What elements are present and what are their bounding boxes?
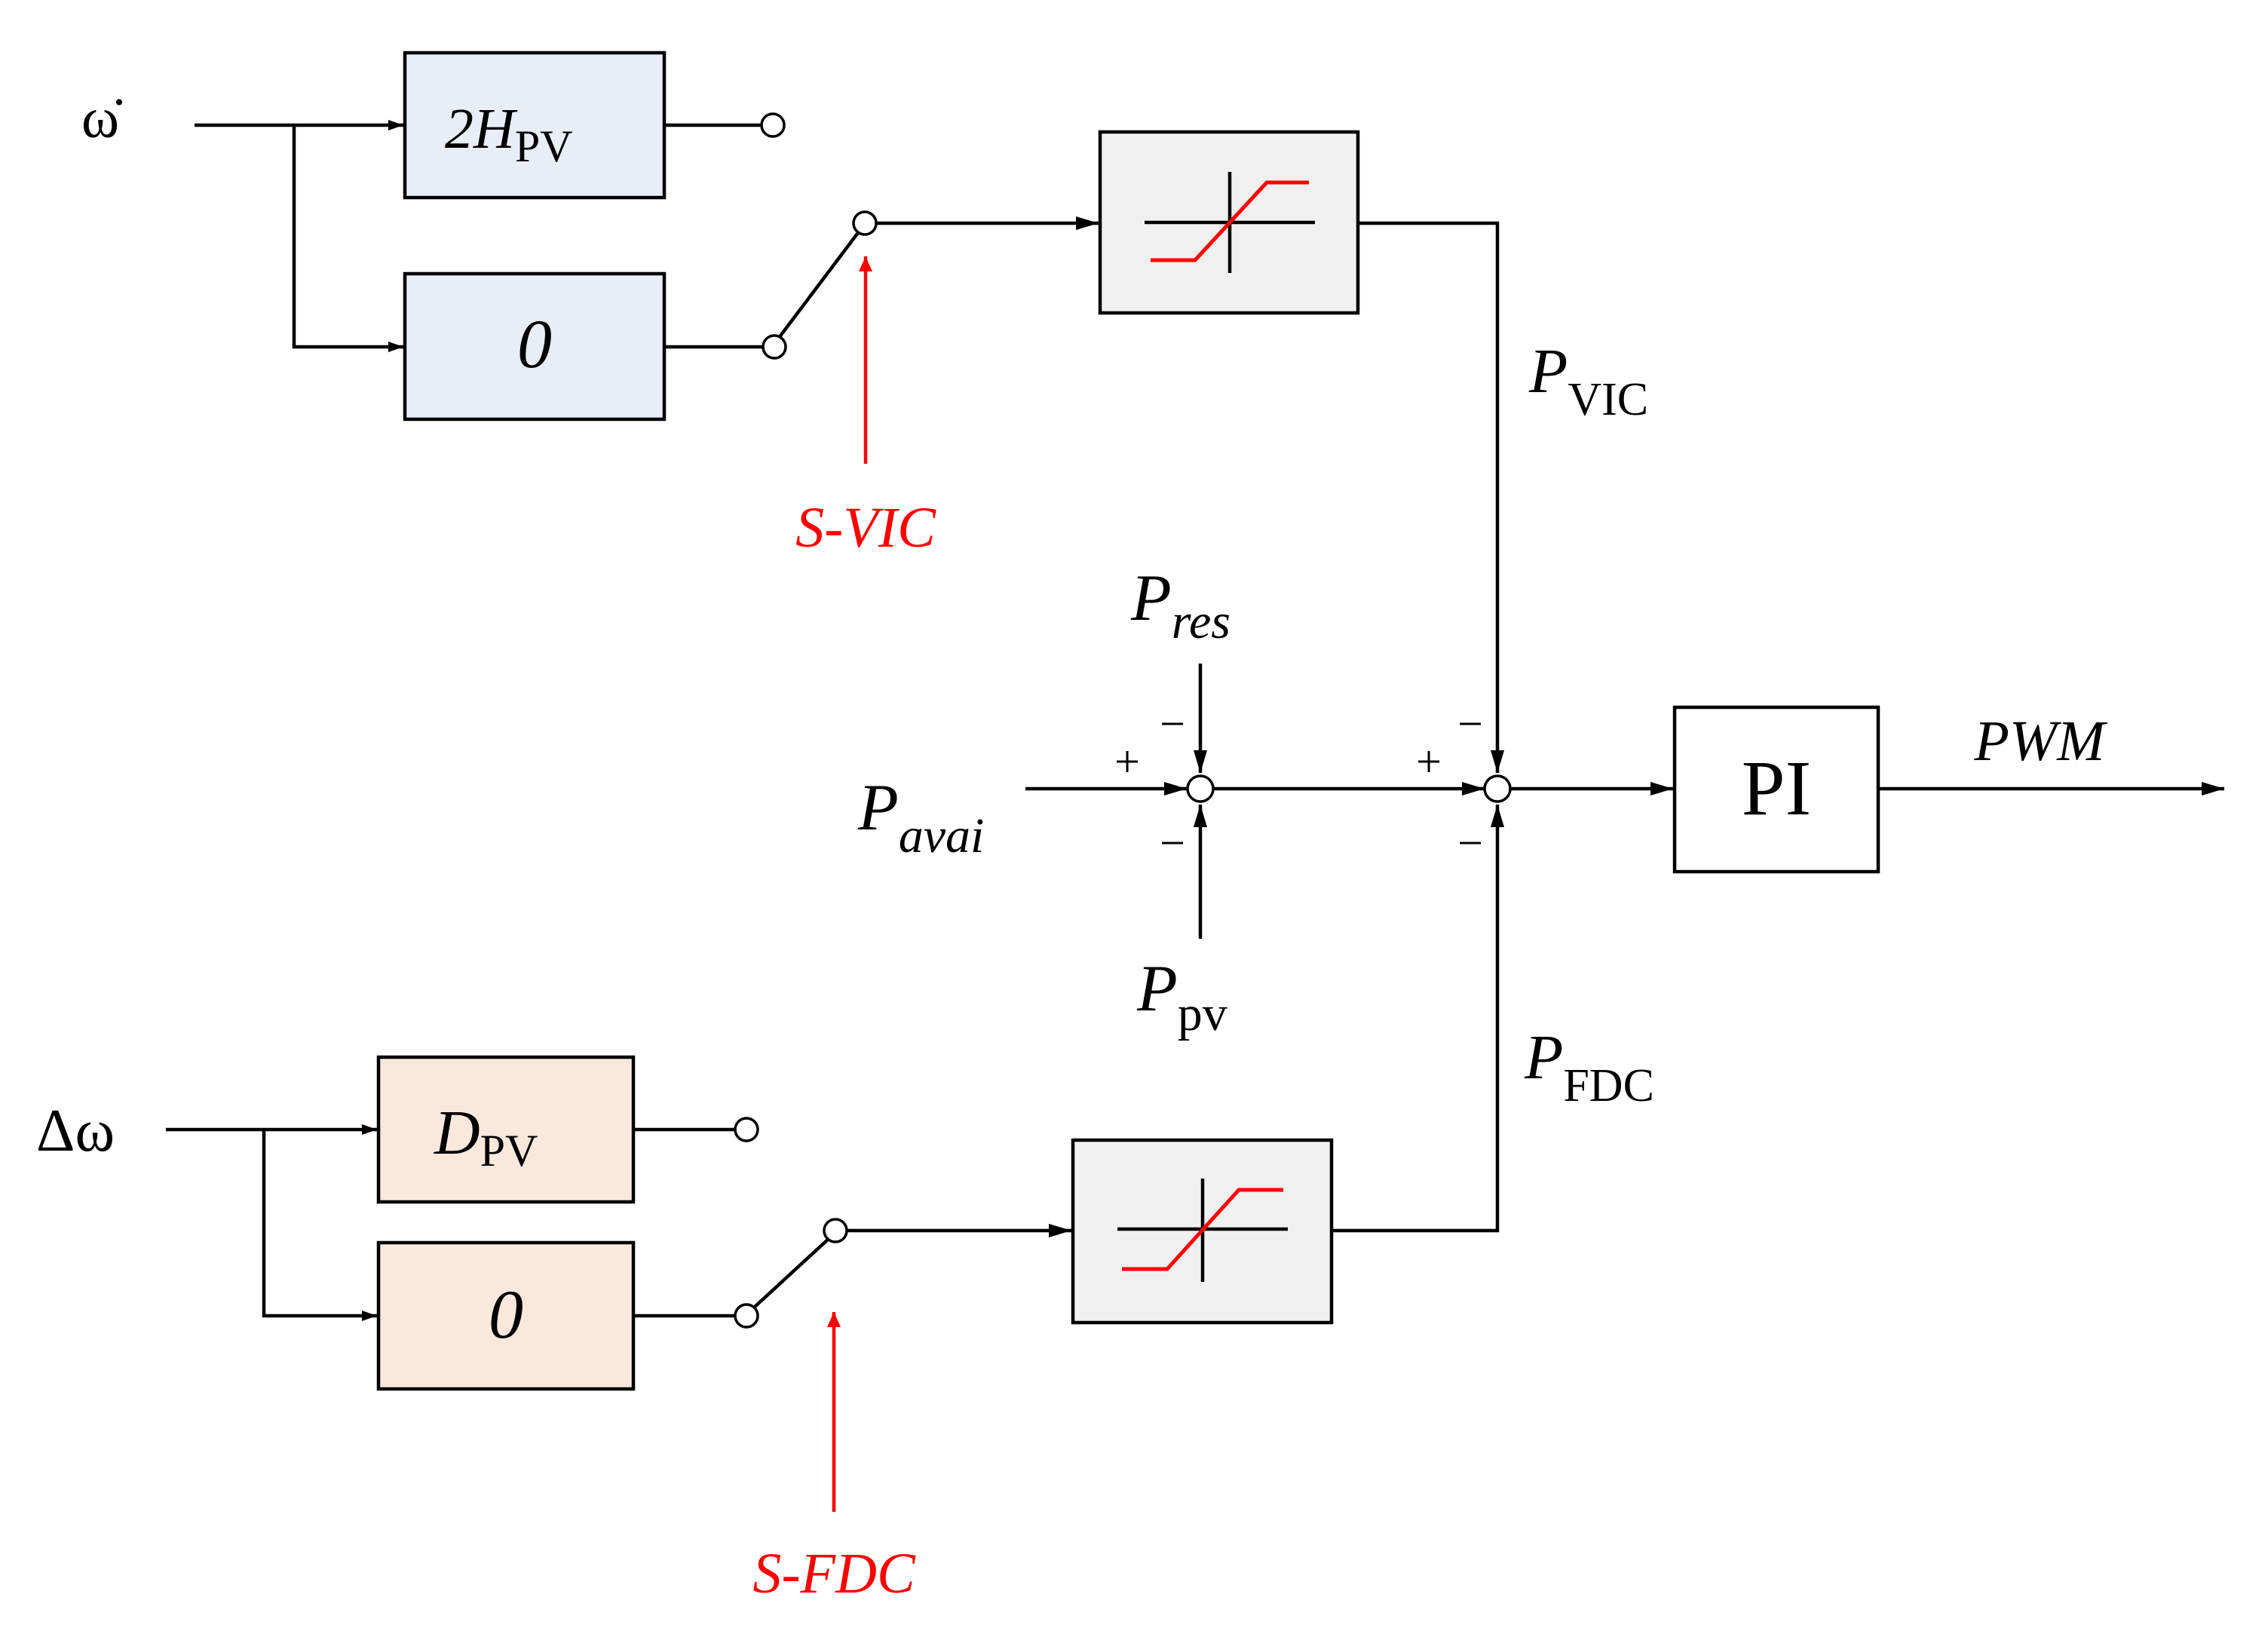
fdc-switch-pivot <box>823 1218 848 1243</box>
s-vic-label: S-VIC <box>795 496 936 559</box>
p-vic-sub: VIC <box>1568 374 1648 425</box>
zero-block-bottom-value: 0 <box>489 1276 523 1353</box>
svg-text:Pavai: Pavai <box>857 771 984 863</box>
sum1-plus-sign: + <box>1114 737 1140 786</box>
p-res-main: P <box>1130 562 1172 635</box>
p-avai-sub: avai <box>899 808 985 863</box>
svg-text:Ppv: Ppv <box>1136 952 1227 1041</box>
vic-switch-lever <box>777 229 861 339</box>
p-fdc-wire <box>1332 805 1504 1233</box>
sum1-pv-minus-sign: − <box>1160 818 1185 868</box>
summing-junction-1 <box>1186 774 1215 803</box>
switch-terminal-zero-top <box>762 334 787 360</box>
sum2-fdc-minus-sign: − <box>1457 818 1483 868</box>
svg-text:Pres: Pres <box>1130 562 1231 649</box>
zero-block-bottom: 0 <box>376 1240 636 1391</box>
delta-omega-label: Δω <box>36 1098 115 1164</box>
saturation-bottom-curve <box>1122 1188 1283 1271</box>
sum2-plus-sign: + <box>1416 737 1442 786</box>
h-gain-sub: PV <box>515 121 573 171</box>
d-gain-main: D <box>434 1098 480 1168</box>
p-fdc-sub: FDC <box>1563 1060 1654 1111</box>
saturation-block-bottom <box>1071 1138 1334 1325</box>
vic-switch-pivot <box>852 210 878 236</box>
p-vic-main: P <box>1528 336 1568 406</box>
switch-terminal-h <box>760 112 786 138</box>
svg-text:2HPV: 2HPV <box>445 97 573 171</box>
saturation-top-curve <box>1151 180 1309 262</box>
sum2-vic-minus-sign: − <box>1457 699 1483 749</box>
d-gain-block: DPV <box>376 1055 636 1204</box>
zero-block-top: 0 <box>403 271 667 422</box>
p-vic-wire <box>1358 221 1504 773</box>
omega-dot-label: ω̇ <box>81 87 123 150</box>
p-pv-main: P <box>1136 952 1178 1025</box>
fdc-switch-lever <box>752 1237 831 1309</box>
pi-label: PI <box>1742 745 1811 832</box>
p-pv-sub: pv <box>1178 986 1227 1041</box>
delta-omega-branch-wire <box>262 1130 377 1321</box>
pwm-label: PWM <box>1973 710 2107 773</box>
s-fdc-label: S-FDC <box>752 1542 916 1605</box>
h-gain-block: 2HPV <box>403 51 667 200</box>
svg-text:DPV: DPV <box>434 1098 538 1176</box>
p-fdc-main: P <box>1524 1022 1563 1093</box>
switch-terminal-zero-bottom <box>734 1303 759 1329</box>
summing-junction-2 <box>1483 774 1512 803</box>
saturation-block-top <box>1098 130 1360 315</box>
p-avai-main: P <box>857 771 899 845</box>
sum1-res-minus-sign: − <box>1160 699 1185 749</box>
zero-block-top-value: 0 <box>517 305 552 382</box>
pi-controller-block: PI <box>1672 705 1880 874</box>
svg-text:PVIC: PVIC <box>1528 336 1648 425</box>
switch-terminal-d <box>734 1117 759 1142</box>
h-gain-main: 2H <box>445 97 518 161</box>
d-gain-sub: PV <box>480 1126 538 1176</box>
svg-text:PFDC: PFDC <box>1524 1022 1654 1111</box>
p-res-sub: res <box>1172 594 1231 649</box>
omega-dot-branch-wire <box>292 125 403 352</box>
